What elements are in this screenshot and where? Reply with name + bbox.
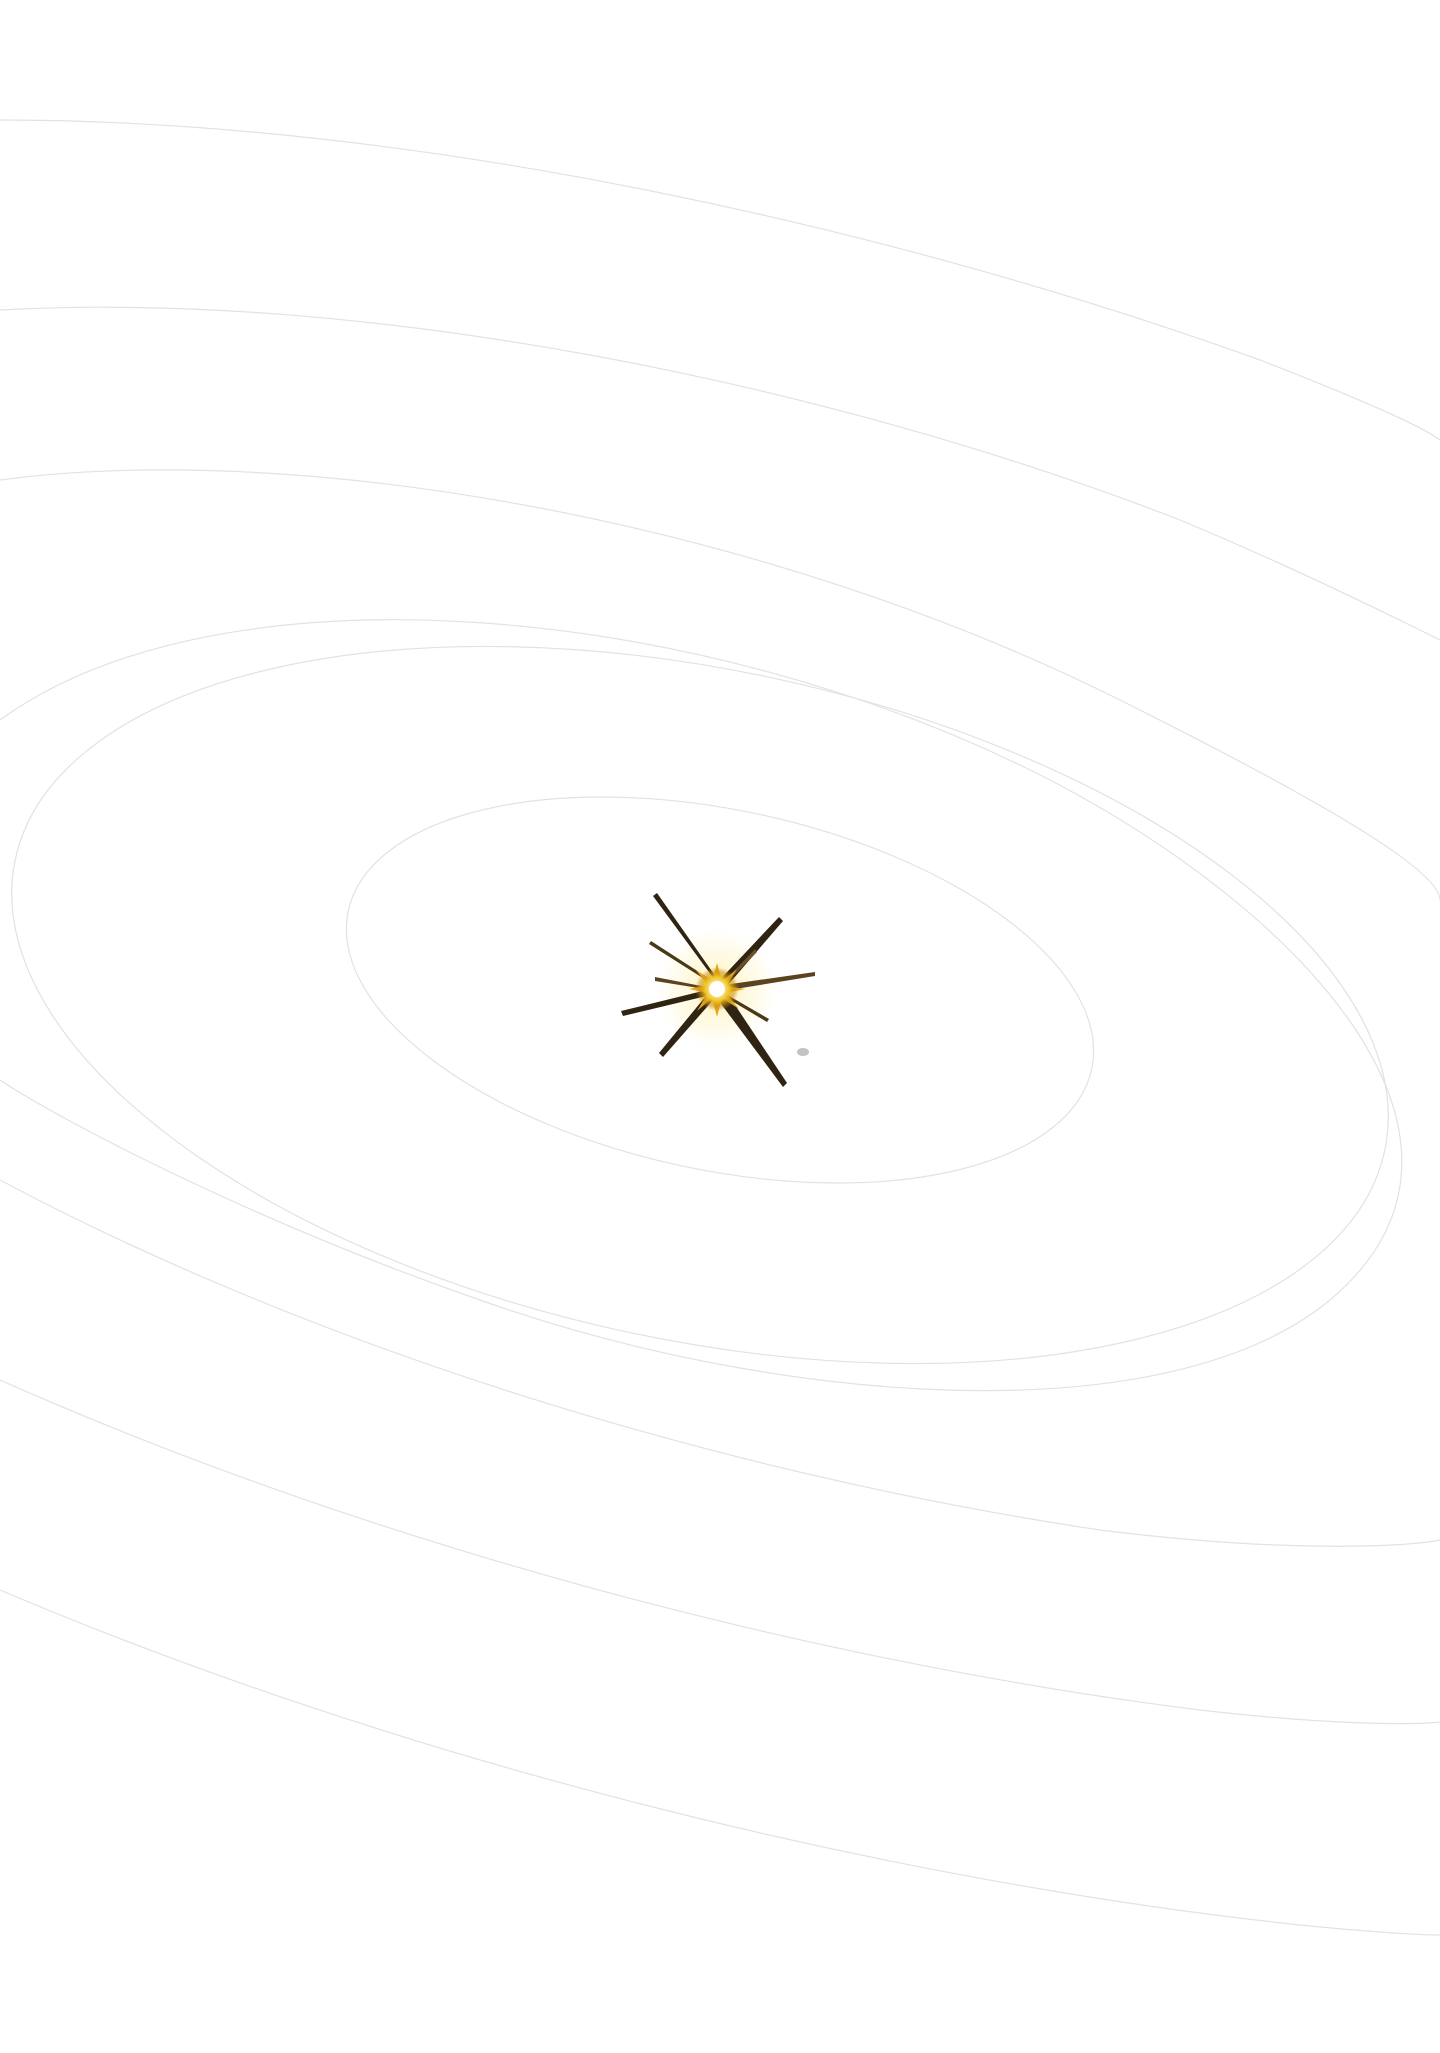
orbit-line xyxy=(345,796,1095,1184)
speck-dot xyxy=(797,1048,809,1056)
sparkle-ray xyxy=(621,987,719,1016)
sparkle-ray xyxy=(713,987,787,1087)
sparkle-star xyxy=(621,893,815,1087)
orbit-line xyxy=(0,306,1440,641)
sparkle-ray xyxy=(653,893,723,987)
orbit-line xyxy=(0,1179,1440,1547)
orbit-line xyxy=(11,645,1389,1365)
orbit-line xyxy=(0,119,1440,441)
orbit-line xyxy=(0,1589,1440,1936)
orbit-line xyxy=(0,619,1403,1392)
sparkle-ray xyxy=(717,972,815,992)
orbit-line xyxy=(0,469,1440,901)
sparkle-center xyxy=(709,981,725,997)
orbit-line xyxy=(0,1379,1440,1725)
orbit-lines xyxy=(0,119,1440,1936)
